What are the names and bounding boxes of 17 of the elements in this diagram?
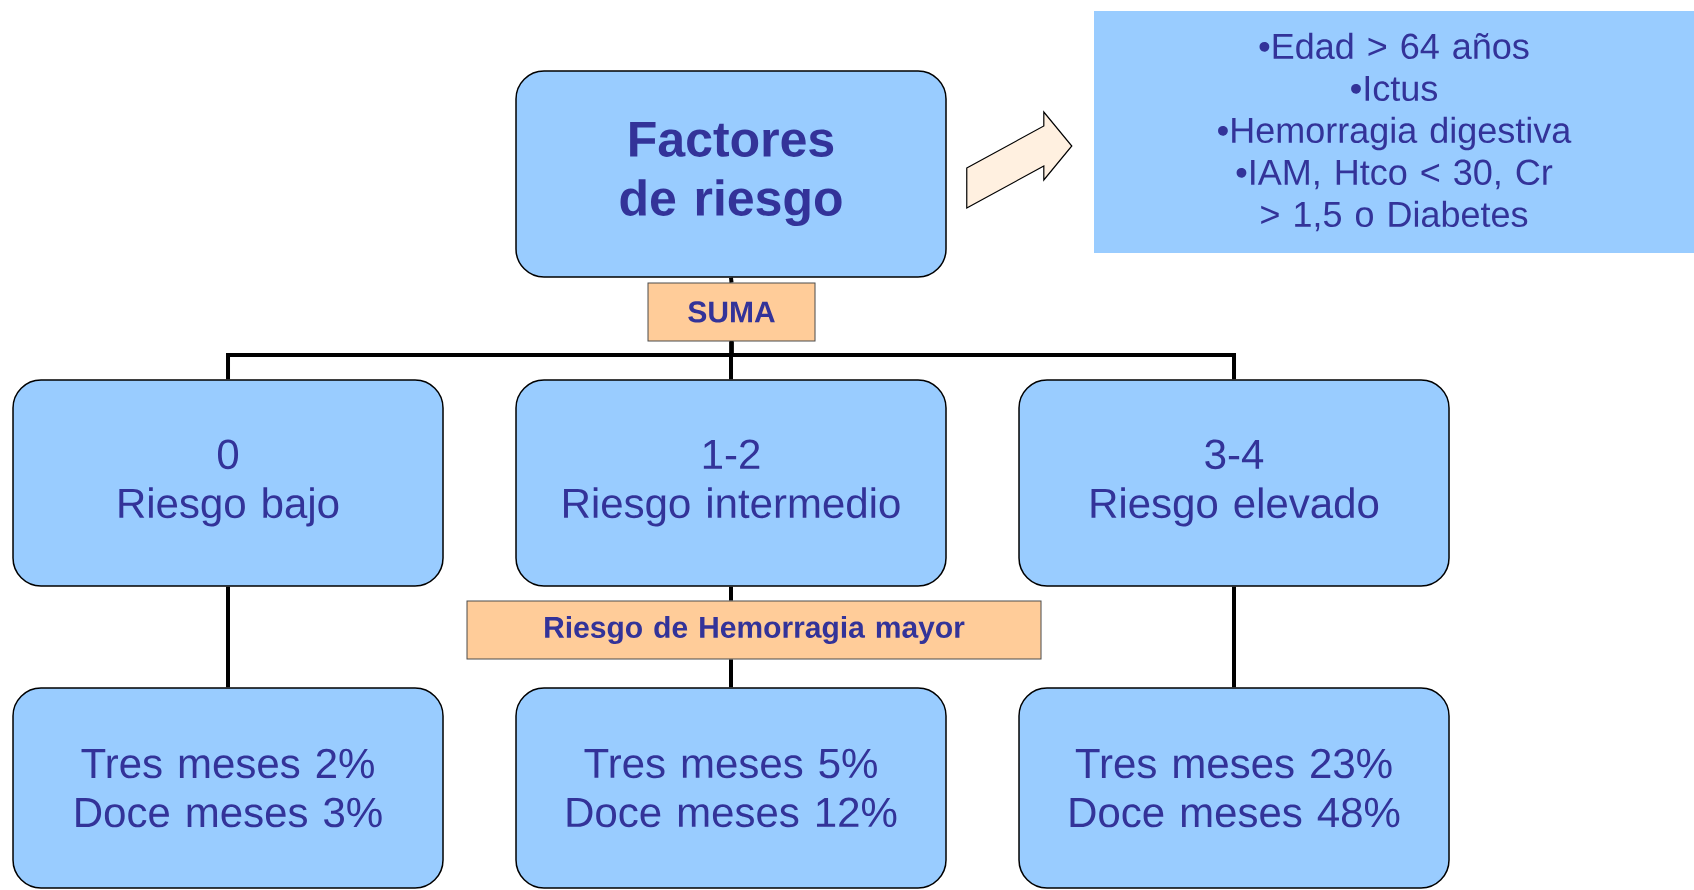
label-box: Riesgo de Hemorragia mayor <box>466 600 1042 660</box>
process-box: 3-4 Riesgo elevado <box>1018 379 1450 587</box>
connector-line <box>729 341 1236 380</box>
connector-line <box>1232 586 1236 688</box>
connector-line <box>729 659 733 688</box>
connector-line <box>729 586 733 601</box>
process-box: 1-2 Riesgo intermedio <box>515 379 947 587</box>
connector-line <box>729 277 734 283</box>
heading-box: Factores de riesgo <box>515 70 947 278</box>
process-box: 0 Riesgo bajo <box>12 379 444 587</box>
result-box: Tres meses 23% Doce meses 48% <box>1018 687 1450 889</box>
result-box: Tres meses 5% Doce meses 12% <box>515 687 947 889</box>
label-box: SUMA <box>647 282 816 342</box>
list-box: •Edad > 64 años •Ictus •Hemorragia digestiva •IAM, Htco < 30, Cr > 1,5 o Diabetes <box>1094 11 1694 253</box>
block-arrow <box>966 110 1073 209</box>
result-box: Tres meses 2% Doce meses 3% <box>12 687 444 889</box>
connector-line <box>226 586 230 688</box>
